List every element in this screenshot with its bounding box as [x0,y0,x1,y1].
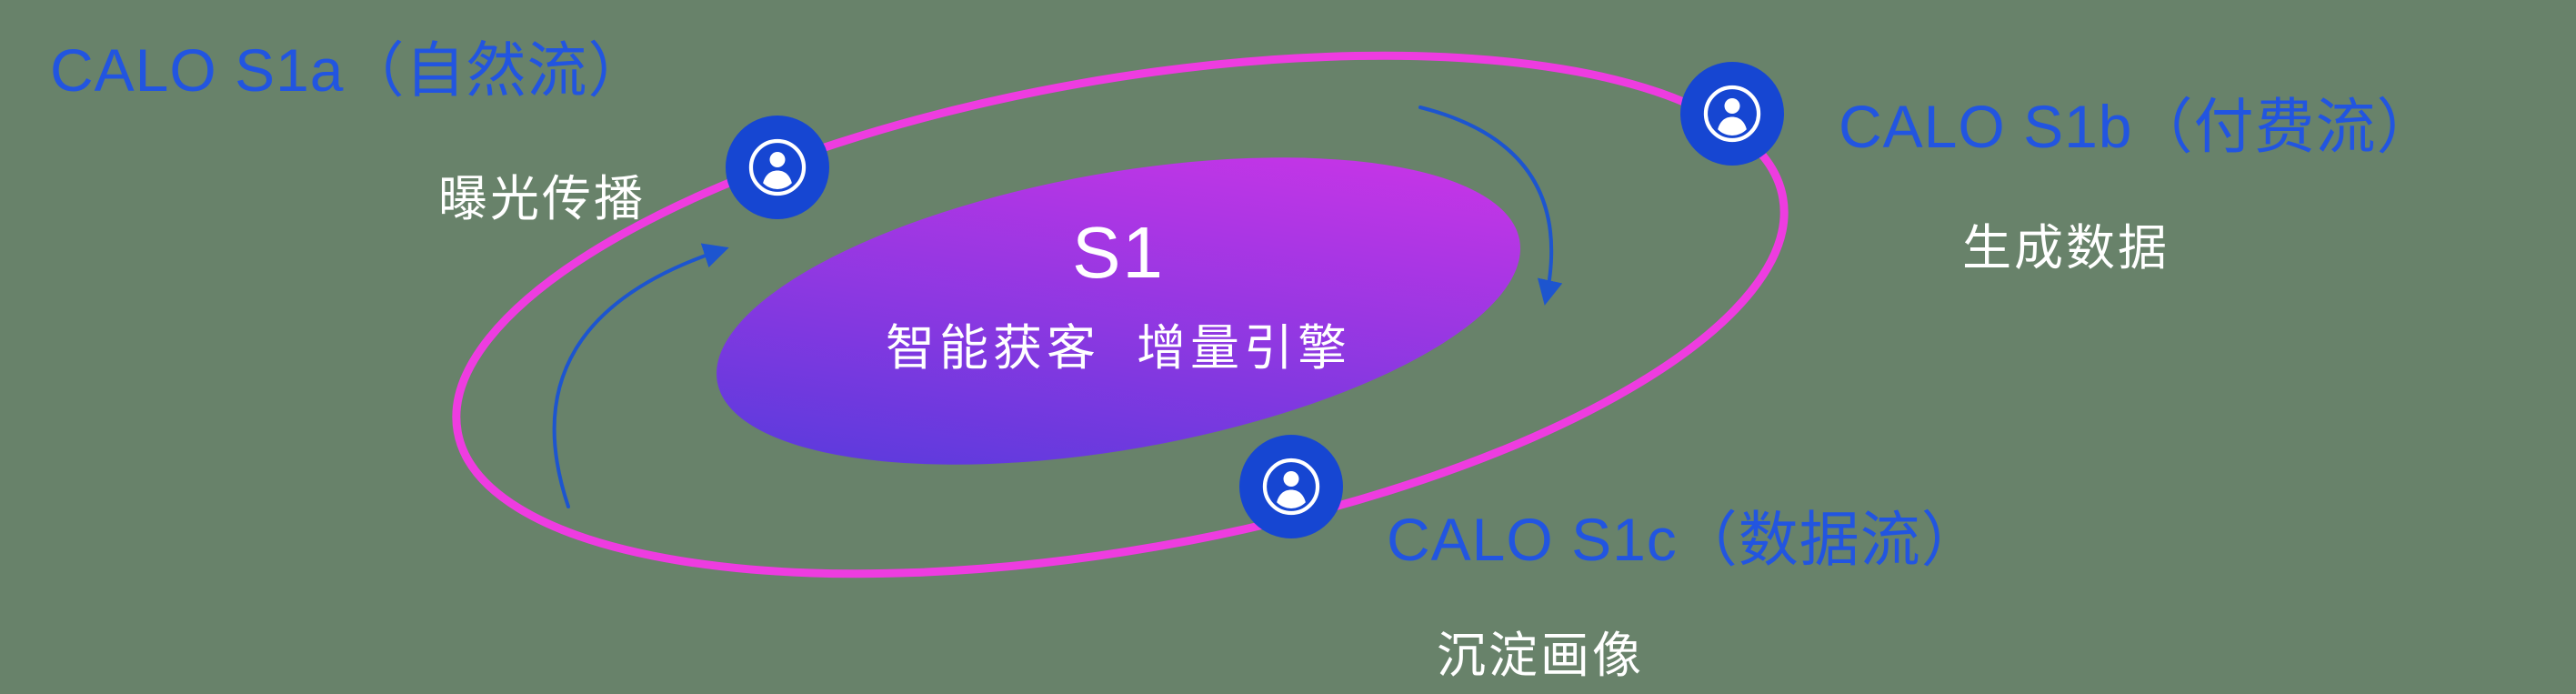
core-subtitle: 智能获客 增量引擎 [885,321,1351,376]
flow-arrow-left [552,243,729,508]
node-s1a [726,116,829,219]
node-s1b-sublabel: 生成数据 [1962,221,2170,276]
user-icon [748,138,807,196]
core-text-group: S1 智能获客 增量引擎 [755,211,1482,379]
user-icon [1262,458,1320,516]
core-ellipse [717,157,1520,465]
node-s1b [1680,62,1784,166]
node-s1c [1239,435,1343,538]
user-icon [1703,85,1761,143]
node-s1a-label: CALO S1a（自然流） [50,36,649,104]
node-s1b-label: CALO S1b（付费流） [1839,93,2438,160]
node-s1c-label: CALO S1c（数据流） [1387,506,1982,573]
node-s1c-sublabel: 沉淀画像 [1437,629,1644,683]
node-s1a-sublabel: 曝光传播 [438,172,646,226]
flow-arrow-right [1418,106,1563,306]
core-title: S1 [1072,212,1165,293]
orbit-ring [452,51,1789,578]
